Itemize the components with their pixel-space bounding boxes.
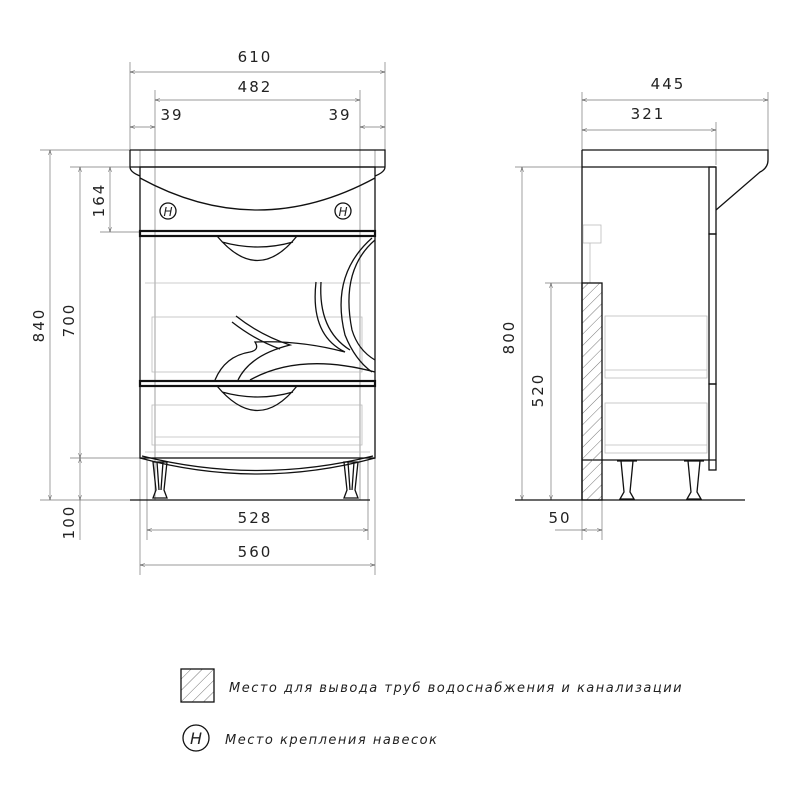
dim-inner-width: 482 [238, 78, 273, 96]
front-view: 610 482 39 39 840 700 164 100 528 560 H [30, 48, 386, 575]
lower-drawer-top-edge [138, 379, 377, 388]
upper-drawer-top-edge [138, 229, 377, 238]
dim-overall-depth: 445 [651, 75, 686, 93]
dim-top-band-height: 164 [90, 183, 108, 218]
front-hidden-lines [145, 282, 370, 453]
dim-pipe-zone-height: 520 [529, 373, 547, 408]
front-dimension-lines [50, 72, 385, 565]
dim-leg-height: 100 [60, 505, 78, 540]
side-dimension-lines [522, 100, 768, 530]
front-base-curve [139, 457, 376, 475]
side-leg-rear [617, 460, 637, 500]
legend-hanger-label: Место крепления навесок [225, 733, 438, 748]
hanger-mark-right: H [334, 202, 352, 220]
upper-drawer-handle [216, 235, 298, 261]
dim-left-offset: 39 [160, 106, 183, 124]
decorative-branch [214, 237, 376, 381]
dim-pipe-zone-depth: 50 [548, 509, 571, 527]
dim-overall-height: 840 [30, 308, 48, 343]
side-leg-front [684, 460, 704, 500]
legend: Место для вывода труб водоснабжения и ка… [180, 668, 683, 752]
front-extension-lines [40, 62, 386, 575]
dim-body-depth: 321 [631, 105, 666, 123]
side-hidden-lines [582, 224, 708, 454]
side-front-upper-drawer [708, 233, 717, 385]
svg-text:H: H [163, 205, 172, 219]
side-front-lower-drawer [708, 383, 717, 471]
dim-cabinet-height: 700 [60, 303, 78, 338]
side-front-top-panel [708, 166, 717, 235]
hanger-mark-left: H [159, 202, 177, 220]
dim-overall-width: 610 [238, 48, 273, 66]
legend-hatch-swatch-icon [180, 668, 215, 703]
sink-bowl-curve [139, 177, 376, 211]
front-leg-left [152, 461, 168, 499]
dim-side-height: 800 [500, 320, 518, 355]
lower-drawer-handle [216, 385, 298, 411]
legend-pipe-zone-label: Место для вывода труб водоснабжения и ка… [229, 681, 683, 696]
side-countertop [582, 149, 769, 211]
svg-text:H: H [338, 205, 347, 219]
front-countertop [129, 149, 386, 177]
pipe-zone-hatched [581, 282, 603, 501]
front-cabinet-body [139, 166, 376, 459]
side-view: 445 321 800 520 50 [500, 75, 769, 540]
svg-text:H: H [190, 729, 202, 748]
legend-hanger-icon: H [182, 724, 210, 752]
dim-right-offset: 39 [328, 106, 351, 124]
dim-base-width: 528 [238, 509, 273, 527]
dim-body-width: 560 [238, 543, 273, 561]
front-leg-right [343, 461, 359, 499]
